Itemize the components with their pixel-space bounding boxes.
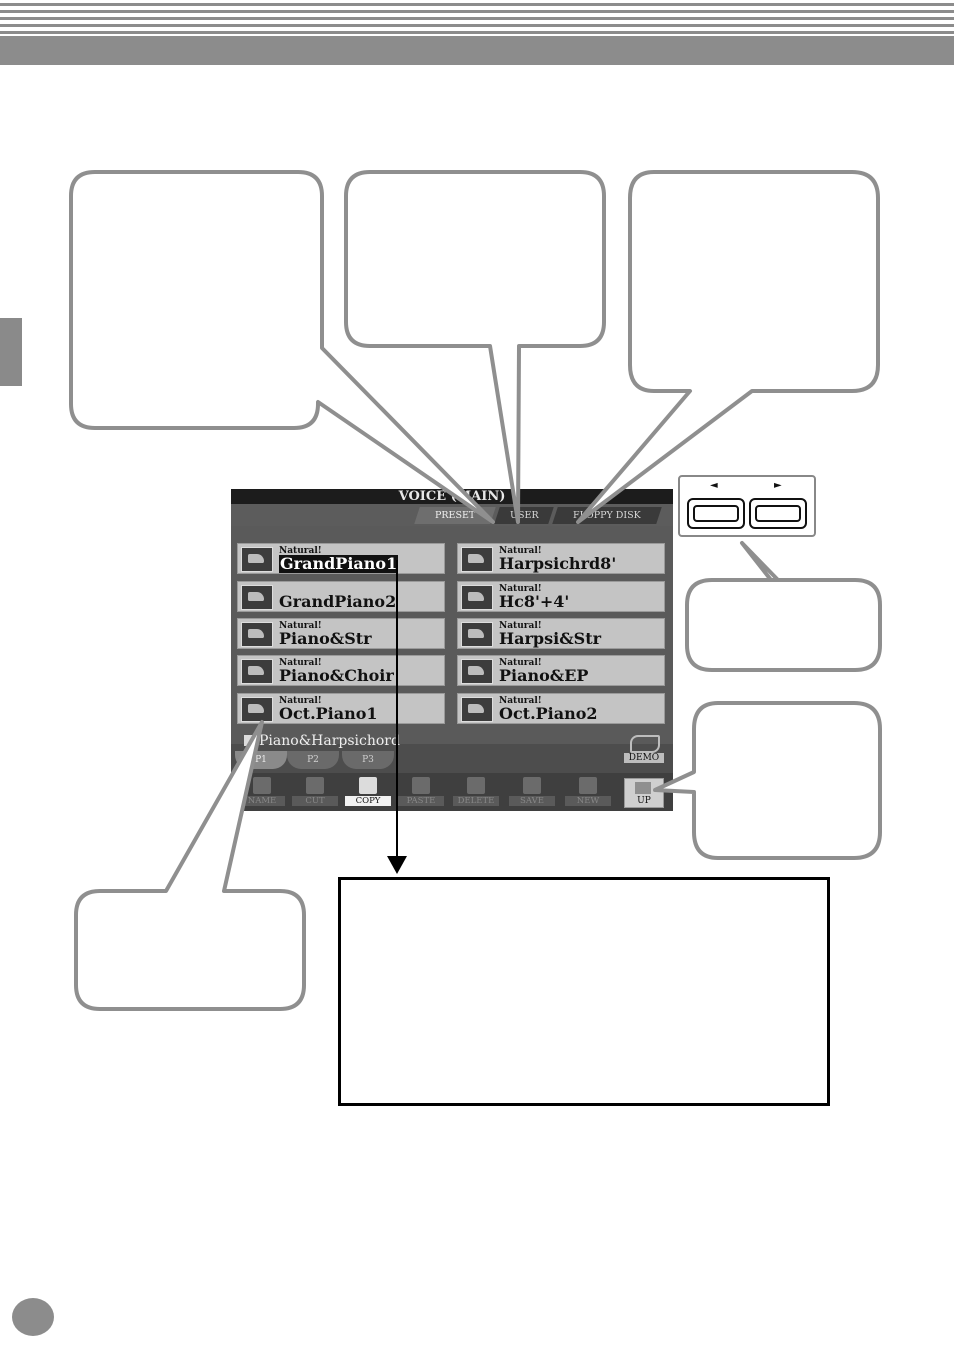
natural-badge: Natural! (499, 621, 542, 631)
page-left-button[interactable] (687, 498, 745, 529)
voice-name: Piano&EP (499, 666, 589, 685)
piano-icon (241, 622, 273, 647)
tab-floppy-disk[interactable]: FLOPPY DISK (552, 507, 662, 524)
new-button[interactable]: NEW (563, 777, 613, 806)
function-bar: NAME CUT COPY PASTE DELETE SAVE NEW (231, 773, 673, 811)
voice-button[interactable]: Natural! Piano&Choir (237, 655, 445, 686)
voice-name: GrandPiano2 (279, 592, 397, 611)
voice-name: Harpsi&Str (499, 629, 602, 648)
demo-label: DEMO (624, 753, 664, 763)
voice-button[interactable]: Natural! Harpsichrd8' (457, 543, 665, 574)
callout-user (344, 170, 606, 524)
floppy-icon (523, 777, 541, 794)
natural-badge: Natural! (499, 658, 542, 668)
callout-up (653, 701, 882, 860)
voice-button[interactable]: Natural! GrandPiano1 (237, 543, 445, 574)
voice-button[interactable]: Natural! Piano&EP (457, 655, 665, 686)
description-box (338, 877, 830, 1106)
cut-button[interactable]: CUT (290, 777, 340, 806)
piano-icon (241, 585, 273, 610)
callout-page-buttons (685, 541, 882, 672)
voice-button[interactable]: Natural! Oct.Piano2 (457, 693, 665, 724)
harpsichord-icon (461, 585, 493, 610)
paste-icon (412, 777, 430, 794)
page-right-button[interactable] (749, 498, 807, 529)
page-select-panel: ◄ ► (678, 475, 816, 537)
voice-name: Piano&Str (279, 629, 372, 648)
voice-button[interactable]: Natural! Piano&Str (237, 618, 445, 649)
voice-name: GrandPiano1 (279, 554, 399, 573)
page-tab-p2[interactable]: P2 (287, 751, 339, 769)
piano-icon (461, 697, 493, 722)
natural-badge: Natural! (499, 546, 542, 556)
folder-path-text: Piano&Harpsichord (259, 733, 400, 749)
page-number-marker (12, 1298, 54, 1336)
chapter-side-tab (0, 318, 22, 386)
natural-badge: Natural! (279, 546, 322, 556)
new-folder-icon (579, 777, 597, 794)
piano-icon (461, 659, 493, 684)
harpsichord-icon (461, 547, 493, 572)
right-arrow-icon: ► (774, 480, 782, 491)
pointer-arrowhead (387, 856, 407, 874)
name-button[interactable]: NAME (237, 777, 287, 806)
folder-up-icon (635, 782, 651, 794)
voice-button[interactable]: Natural! Harpsi&Str (457, 618, 665, 649)
header-band (0, 36, 954, 65)
natural-badge: Natural! (499, 584, 542, 594)
voice-button[interactable]: GrandPiano2 (237, 581, 445, 612)
folder-icon (244, 735, 253, 746)
harpsichord-icon (461, 622, 493, 647)
tab-user[interactable]: USER (494, 507, 554, 524)
voice-name: Oct.Piano2 (499, 704, 598, 723)
up-button[interactable]: UP (624, 778, 664, 808)
voice-selection-screen: VOICE (MAIN) PRESET USER FLOPPY DISK Nat… (231, 489, 673, 811)
header-stripes (0, 0, 954, 36)
delete-button[interactable]: DELETE (451, 777, 501, 806)
page-tabs: P1 P2 P3 (231, 751, 673, 771)
voice-button[interactable]: Natural! Oct.Piano1 (237, 693, 445, 724)
callout-floppy (576, 170, 880, 524)
scissors-icon (306, 777, 324, 794)
voice-button[interactable]: Natural! Hc8'+4' (457, 581, 665, 612)
voice-name: Oct.Piano1 (279, 704, 378, 723)
piano-icon (241, 547, 273, 572)
copy-icon (359, 777, 377, 794)
voice-name: Piano&Choir (279, 666, 394, 685)
tab-preset[interactable]: PRESET (414, 507, 496, 524)
left-arrow-icon: ◄ (710, 480, 718, 491)
natural-badge: Natural! (279, 658, 322, 668)
trash-icon (467, 777, 485, 794)
screen-title: VOICE (MAIN) (231, 489, 673, 504)
voice-name: Harpsichrd8' (499, 554, 617, 573)
save-button[interactable]: SAVE (507, 777, 557, 806)
up-label: UP (637, 796, 651, 806)
natural-badge: Natural! (279, 696, 322, 706)
piano-icon (241, 659, 273, 684)
piano-icon (241, 697, 273, 722)
callout-preset (69, 170, 495, 524)
natural-badge: Natural! (499, 696, 542, 706)
natural-badge: Natural! (279, 621, 322, 631)
voice-name: Hc8'+4' (499, 592, 570, 611)
abc-icon (253, 777, 271, 794)
paste-button[interactable]: PASTE (396, 777, 446, 806)
copy-button[interactable]: COPY (343, 777, 393, 806)
folder-path: Piano&Harpsichord (244, 733, 400, 749)
page-tab-p3[interactable]: P3 (342, 751, 394, 769)
page-tab-p1[interactable]: P1 (235, 751, 287, 769)
